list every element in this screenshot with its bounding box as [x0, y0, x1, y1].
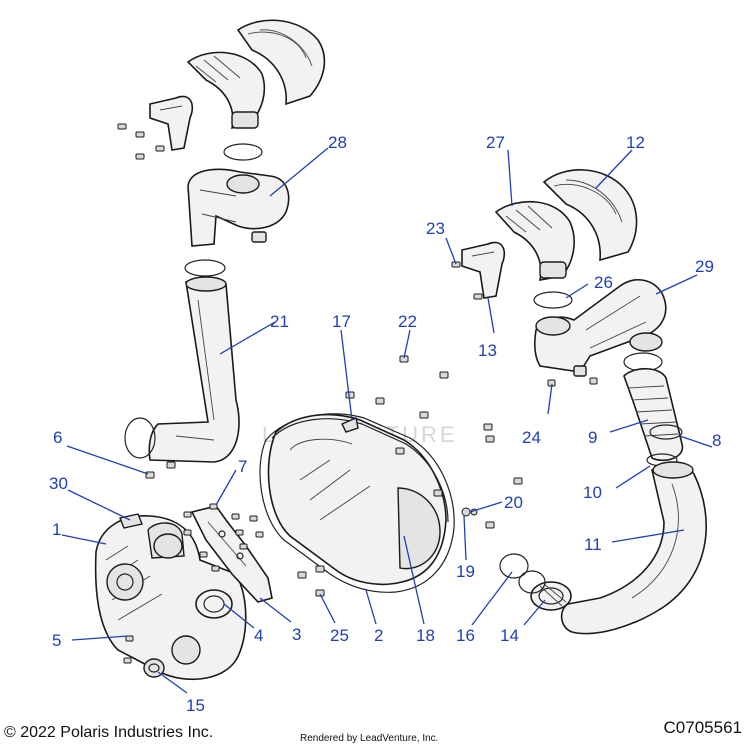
intake-tube-21 [148, 276, 240, 463]
seal-15-inner [148, 663, 160, 673]
bolt-24b [589, 377, 598, 385]
bolts-7 [183, 503, 264, 572]
outer-clutch-cover-2 [267, 413, 449, 586]
bolts-22 [345, 355, 523, 529]
callout-22: 22 [398, 312, 417, 331]
callout-14: 14 [500, 626, 519, 645]
callout-24: 24 [522, 428, 541, 447]
clutch-bracket-3 [190, 505, 273, 603]
callout-labels: 28 21 6 30 1 7 4 5 15 3 2 18 17 22 25 20… [49, 133, 721, 715]
diagram-code: C0705561 [663, 718, 742, 737]
callout-6: 6 [53, 428, 62, 447]
callout-10: 10 [583, 483, 602, 502]
intake-tube-11 [560, 461, 707, 635]
callout-21: 21 [270, 312, 289, 331]
callout-15: 15 [186, 696, 205, 715]
duct-elbow-29 [534, 278, 667, 377]
intake-cover-inner-right [494, 200, 575, 281]
bolt-5b [123, 657, 132, 664]
bolts-25 [297, 565, 325, 597]
bolt-6a [166, 461, 176, 469]
callout-12: 12 [626, 133, 645, 152]
callout-28: 28 [328, 133, 347, 152]
callout-7: 7 [238, 457, 247, 476]
duct-outlet-4 [195, 589, 233, 619]
callout-27: 27 [486, 133, 505, 152]
flex-boot-9 [623, 367, 684, 462]
callout-5: 5 [52, 631, 61, 650]
clamp-ring-left-end [124, 417, 156, 459]
callout-8: 8 [712, 431, 721, 450]
clamp-ring-26 [533, 291, 573, 309]
callout-4: 4 [254, 626, 263, 645]
decal-17 [341, 417, 359, 433]
intake-bracket-right [461, 241, 506, 299]
clamp-ring-21 [184, 259, 226, 277]
bolt-6 [145, 471, 155, 479]
copyright-text: © 2022 Polaris Industries Inc. [4, 724, 214, 741]
intake-cover-outer-left [236, 19, 326, 106]
callout-30: 30 [49, 474, 68, 493]
callout-23: 23 [426, 219, 445, 238]
callout-11: 11 [584, 535, 602, 554]
intake-cover-inner-left [186, 51, 266, 130]
callout-18: 18 [416, 626, 435, 645]
rendered-by-text: Rendered by LeadVenture, Inc. [300, 733, 439, 744]
callout-26: 26 [594, 273, 613, 292]
callout-9: 9 [588, 428, 597, 447]
leader-lines [61, 147, 713, 694]
clamp-ring-8 [649, 424, 683, 440]
callout-1: 1 [52, 520, 61, 539]
callout-29: 29 [695, 257, 714, 276]
bolt-23 [451, 261, 461, 268]
coupler-14 [530, 581, 572, 611]
callout-3: 3 [292, 625, 301, 644]
bolt-23b [473, 293, 483, 300]
bolts-top-left [117, 123, 165, 160]
clamp-ring-top-left [223, 143, 263, 161]
callout-19: 19 [456, 562, 475, 581]
intake-bracket-left [149, 95, 194, 151]
callout-20: 20 [504, 493, 523, 512]
callout-17: 17 [332, 312, 351, 331]
duct-elbow-28 [187, 168, 290, 247]
callout-16: 16 [456, 626, 475, 645]
gasket-18 [259, 413, 455, 593]
bolt-5 [125, 635, 134, 642]
callout-25: 25 [330, 626, 349, 645]
intake-cover-outer-right [542, 169, 638, 262]
callout-13: 13 [478, 341, 497, 360]
fasteners-19-20 [461, 507, 478, 517]
callout-2: 2 [374, 626, 383, 645]
clamp-ring-16b [518, 570, 546, 594]
clamp-ring-16 [499, 553, 529, 579]
